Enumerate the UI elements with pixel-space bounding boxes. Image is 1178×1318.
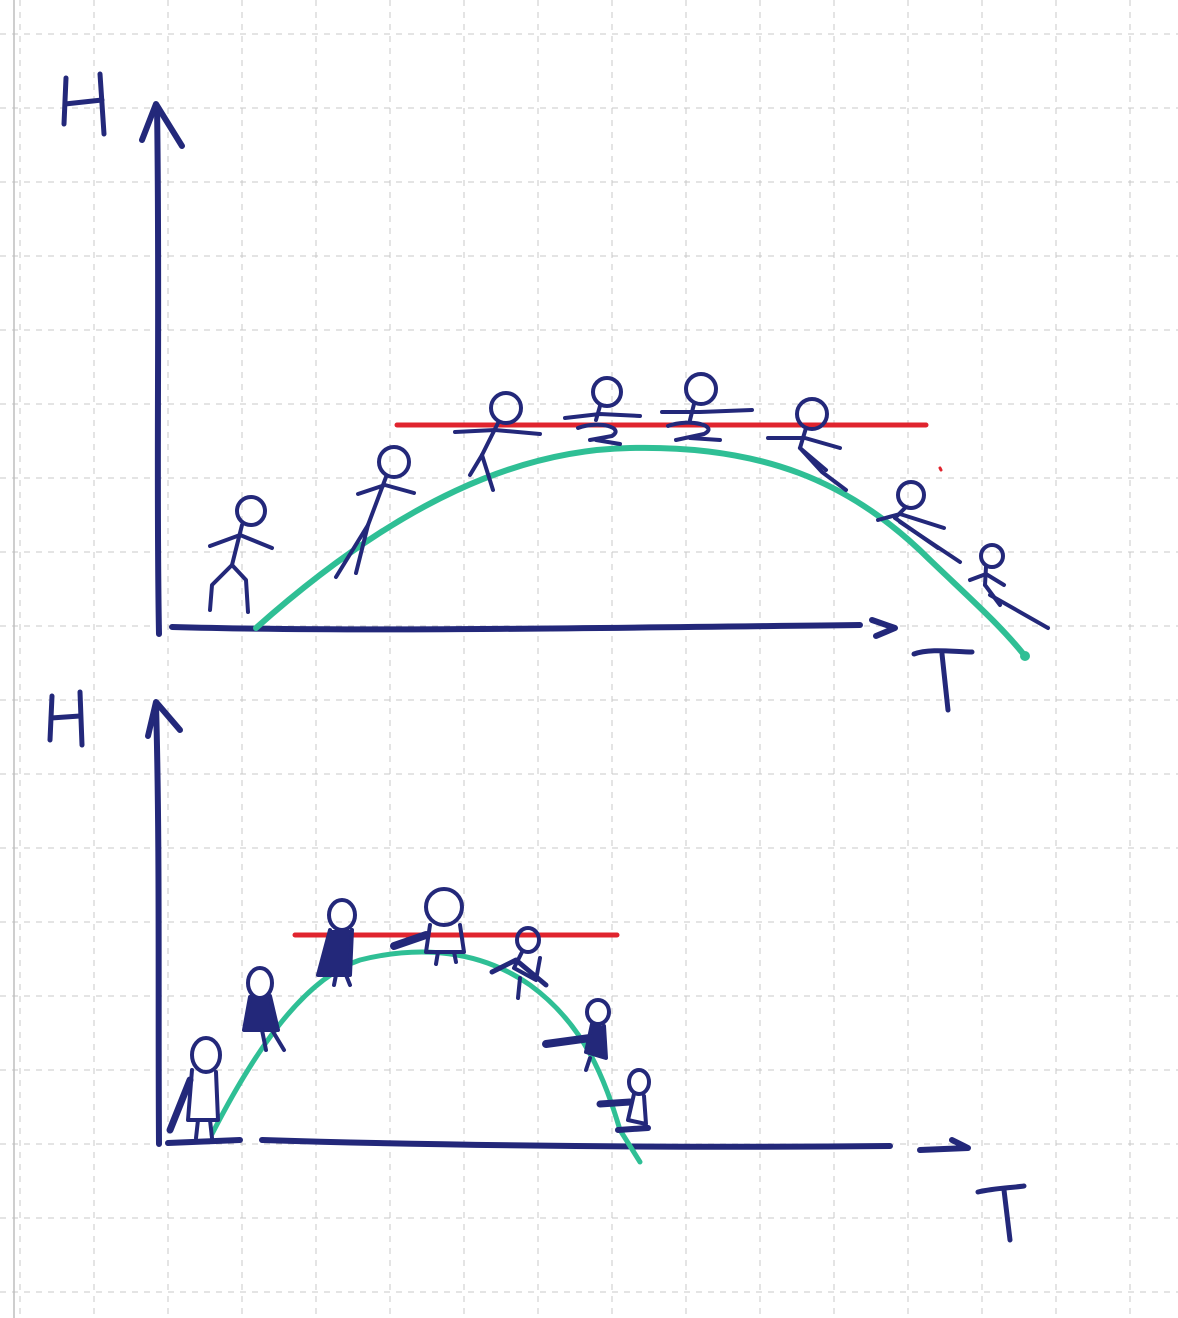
x-axis-top [169,622,863,633]
stick-figure [660,372,754,442]
x-axis-bottom-left-segment [165,1137,243,1146]
diagram-top [61,71,1050,713]
stick-figure [876,480,962,564]
x-axis-label-top [911,648,975,713]
stick-figure [938,466,943,472]
diagram-bottom [47,689,1027,1243]
x-axis-bottom-arrowhead [917,1137,971,1153]
stick-figure [563,376,642,446]
stick-figure [542,998,611,1072]
stick-figure [453,391,542,492]
jump-trajectory-bottom [209,949,643,1165]
y-axis-top-arrowhead [139,101,185,149]
y-axis-bottom-arrowhead [145,699,183,739]
stick-figure [208,495,274,614]
x-axis-label-bottom [975,1183,1027,1243]
stick-figure [390,887,466,966]
stick-figure [242,966,286,1052]
y-axis-label-top [61,71,107,137]
x-axis-top-arrowhead [869,617,898,639]
stick-figure [166,1036,222,1140]
y-axis-top [154,103,162,637]
y-axis-label-bottom [47,689,85,748]
stick-figure [489,926,549,1000]
stick-figure [766,397,848,492]
jump-trajectory-top [253,444,1028,659]
y-axis-bottom [153,701,162,1147]
trajectory-end-dot [1020,651,1030,661]
stick-figure [334,445,416,579]
stick-figure [316,898,357,987]
stick-figure [596,1068,651,1133]
x-axis-bottom [259,1137,893,1150]
stick-figure [968,543,1050,630]
